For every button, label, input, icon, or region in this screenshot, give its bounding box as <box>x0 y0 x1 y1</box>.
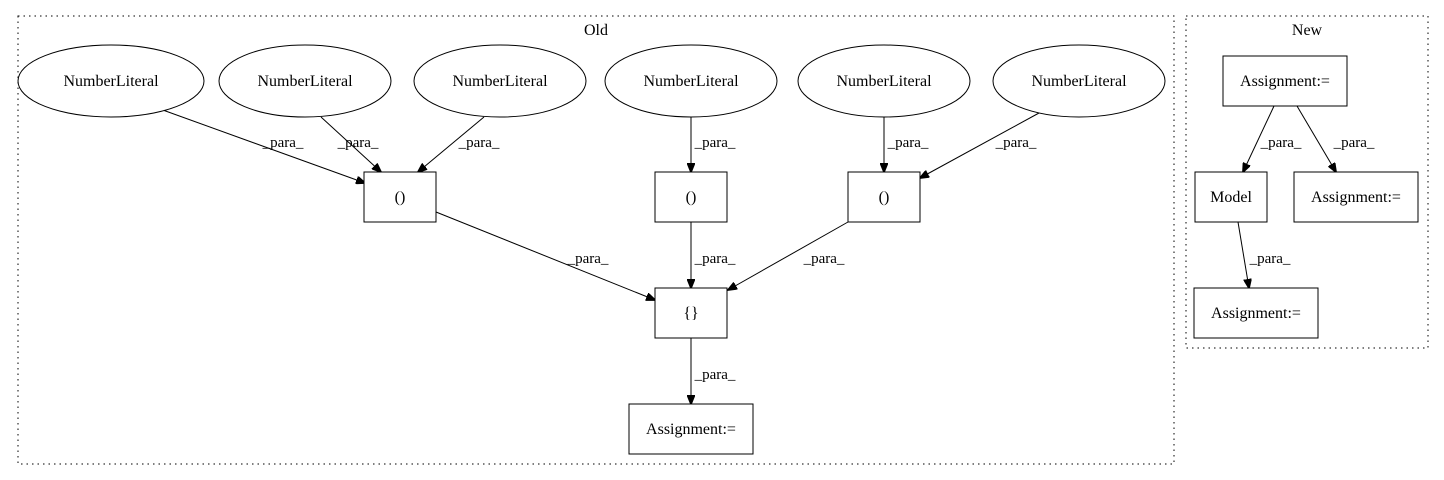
node-ellipse <box>218 44 392 118</box>
edge-label: _para_ <box>694 251 736 267</box>
node-box <box>654 287 728 339</box>
edge-na1-to-na2: _para_ <box>1296 105 1375 172</box>
node-box <box>363 171 437 223</box>
node-label: NumberLiteral <box>1031 73 1127 90</box>
edge-n4-to-p2: _para_ <box>691 117 736 172</box>
node-box <box>1193 287 1319 339</box>
edge-b1-to-a1: _para_ <box>691 338 736 404</box>
node-box <box>1293 171 1419 223</box>
cluster-title: Old <box>584 22 608 39</box>
edge-label: _para_ <box>337 135 379 151</box>
node-a1: Assignment:= <box>628 403 754 455</box>
node-label: Assignment:= <box>1240 73 1330 90</box>
node-box <box>654 171 728 223</box>
node-label: () <box>686 189 697 206</box>
edge-n6-to-p3: _para_ <box>920 112 1040 178</box>
node-label: () <box>395 189 406 206</box>
node-na2: Assignment:= <box>1293 171 1419 223</box>
node-na3: Assignment:= <box>1193 287 1319 339</box>
cluster-border <box>17 15 1175 465</box>
node-label: () <box>879 189 890 206</box>
edge-arrow <box>418 116 485 172</box>
edge-n2-to-p1: _para_ <box>320 116 381 172</box>
cluster-new: New <box>1185 15 1429 349</box>
node-label: Assignment:= <box>646 421 736 438</box>
node-p3: () <box>847 171 921 223</box>
edge-label: _para_ <box>694 367 736 383</box>
edge-p3-to-b1: _para_ <box>728 221 849 290</box>
edge-arrow <box>159 108 365 183</box>
edge-label: _para_ <box>262 135 304 151</box>
edge-label: _para_ <box>567 251 609 267</box>
nodes-layer: NumberLiteral NumberLiteral NumberLiteral N… <box>17 44 1419 455</box>
edge-n5-to-p3: _para_ <box>884 117 929 172</box>
node-box <box>628 403 754 455</box>
edge-arrow <box>1243 105 1275 172</box>
edge-label: _para_ <box>694 135 736 151</box>
node-n3: NumberLiteral <box>413 44 587 118</box>
node-box <box>847 171 921 223</box>
node-p1: () <box>363 171 437 223</box>
cluster-border <box>1185 15 1429 349</box>
edge-label: _para_ <box>1249 251 1291 267</box>
edge-arrow <box>1237 221 1249 288</box>
edge-na1-to-nm: _para_ <box>1243 105 1302 172</box>
node-label: NumberLiteral <box>257 73 353 90</box>
edge-label: _para_ <box>1333 135 1375 151</box>
node-na1: Assignment:= <box>1222 55 1348 107</box>
clusters-layer: Old New <box>17 15 1429 465</box>
edge-n3-to-p1: _para_ <box>418 116 500 172</box>
edge-p1-to-b1: _para_ <box>435 211 655 300</box>
node-ellipse <box>17 44 205 118</box>
node-box <box>1194 171 1268 223</box>
edge-label: _para_ <box>995 135 1037 151</box>
node-label: NumberLiteral <box>836 73 932 90</box>
edge-p2-to-b1: _para_ <box>691 222 736 288</box>
edges-layer: _para_ _para_ _para_ _para_ _para_ _para_ _par… <box>159 105 1375 404</box>
node-n2: NumberLiteral <box>218 44 392 118</box>
node-n5: NumberLiteral <box>797 44 971 118</box>
edge-arrow <box>320 116 381 172</box>
node-label: Assignment:= <box>1311 189 1401 206</box>
node-label: NumberLiteral <box>63 73 159 90</box>
edge-nm-to-na3: _para_ <box>1237 221 1291 288</box>
node-p2: () <box>654 171 728 223</box>
node-n1: NumberLiteral <box>17 44 205 118</box>
edge-n1-to-p1: _para_ <box>159 108 365 183</box>
node-ellipse <box>992 44 1166 118</box>
edge-arrow <box>435 211 655 300</box>
edge-label: _para_ <box>887 135 929 151</box>
node-label: NumberLiteral <box>643 73 739 90</box>
cluster-title: New <box>1292 22 1323 39</box>
node-label: {} <box>683 305 698 322</box>
edge-arrow <box>920 112 1040 178</box>
node-n6: NumberLiteral <box>992 44 1166 118</box>
node-label: NumberLiteral <box>452 73 548 90</box>
node-label: Assignment:= <box>1211 305 1301 322</box>
node-n4: NumberLiteral <box>604 44 778 118</box>
edge-arrow <box>1296 105 1336 172</box>
edge-label: _para_ <box>1260 135 1302 151</box>
node-ellipse <box>797 44 971 118</box>
node-ellipse <box>604 44 778 118</box>
cluster-old: Old <box>17 15 1175 465</box>
node-ellipse <box>413 44 587 118</box>
node-label: Model <box>1210 189 1252 206</box>
node-box <box>1222 55 1348 107</box>
node-b1: {} <box>654 287 728 339</box>
edge-arrow <box>728 221 849 290</box>
edge-label: _para_ <box>803 251 845 267</box>
node-nm: Model <box>1194 171 1268 223</box>
edge-label: _para_ <box>458 135 500 151</box>
